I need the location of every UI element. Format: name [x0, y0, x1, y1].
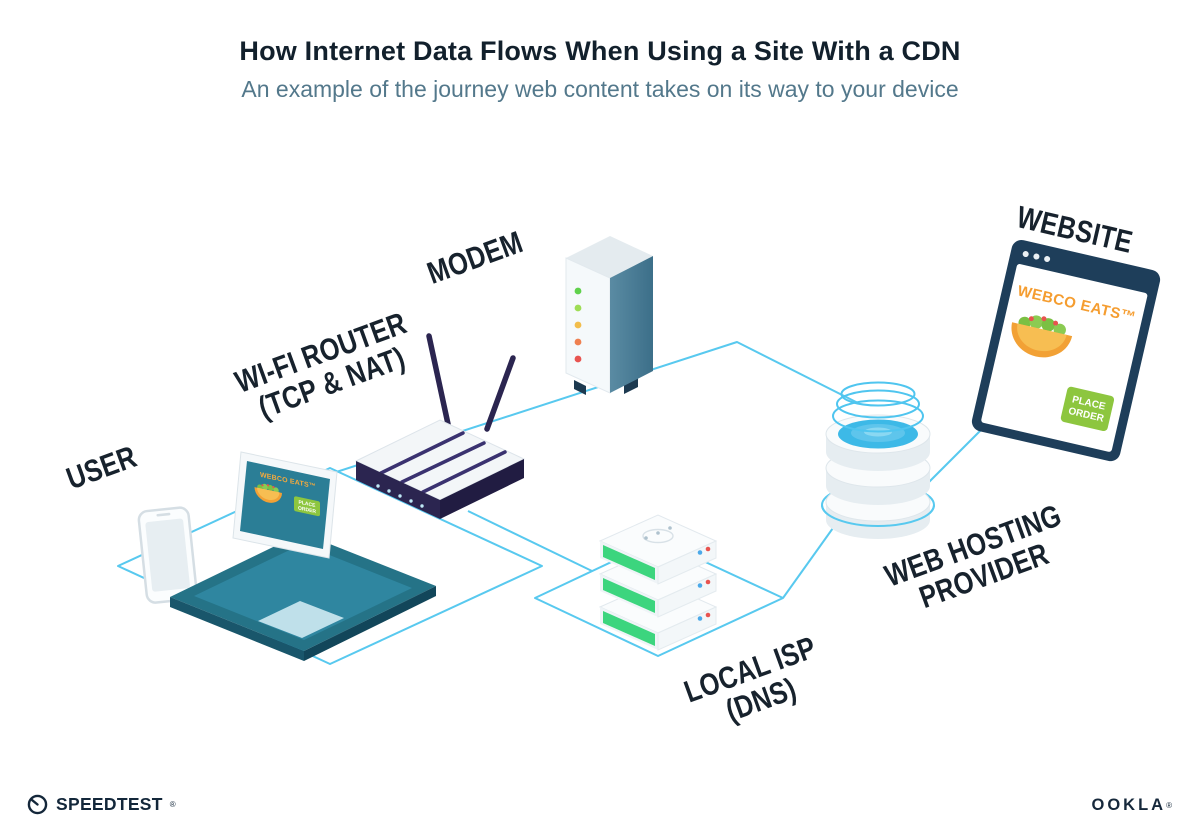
wifi-router-icon: [354, 333, 526, 519]
place-order-button: PLACE ORDER: [1060, 386, 1115, 432]
footer: SPEEDTEST® OOKLA®: [0, 784, 1200, 820]
page-subtitle: An example of the journey web content ta…: [241, 76, 959, 102]
speedtest-trademark: ®: [169, 800, 176, 809]
laptop-cta-line2: ORDER: [298, 505, 316, 515]
modem-icon: [565, 236, 653, 395]
network-ring-hosting-front: [821, 504, 935, 527]
speedtest-gauge-icon: [27, 794, 48, 815]
laptop-screen: [240, 461, 330, 549]
isp-server-icon: [598, 514, 718, 651]
database-ripple-rings: [832, 381, 924, 433]
link-router-isp: [467, 510, 593, 572]
speedtest-wordmark: SPEEDTEST: [56, 794, 163, 814]
link-isp-hosting: [782, 520, 839, 599]
ookla-wordmark: OOKLA: [1091, 796, 1167, 814]
router-grooves: [379, 431, 507, 494]
laptop-icon: WEBCO EATS™ PLACE ORDER: [170, 451, 436, 661]
router-port-lights: [376, 484, 424, 508]
browser-window-dots: [1022, 251, 1051, 262]
server-top-dots: [644, 526, 672, 540]
header: How Internet Data Flows When Using a Sit…: [0, 36, 1200, 103]
website-browser-icon: WEBCO EATS™ PLACE ORDER: [971, 239, 1161, 462]
speedtest-logo: SPEEDTEST ®: [26, 793, 176, 816]
laptop-cta-chip: [294, 496, 320, 517]
router-antenna-left: [426, 333, 451, 427]
modem-status-lights: [574, 287, 582, 363]
hosting-database-icon: [821, 381, 935, 539]
page-title: How Internet Data Flows When Using a Sit…: [239, 36, 961, 66]
laptop-cta-line1: PLACE: [299, 499, 317, 509]
ookla-logo: OOKLA®: [1092, 796, 1173, 815]
router-antenna-right: [484, 355, 516, 432]
ookla-trademark: ®: [1166, 801, 1172, 810]
